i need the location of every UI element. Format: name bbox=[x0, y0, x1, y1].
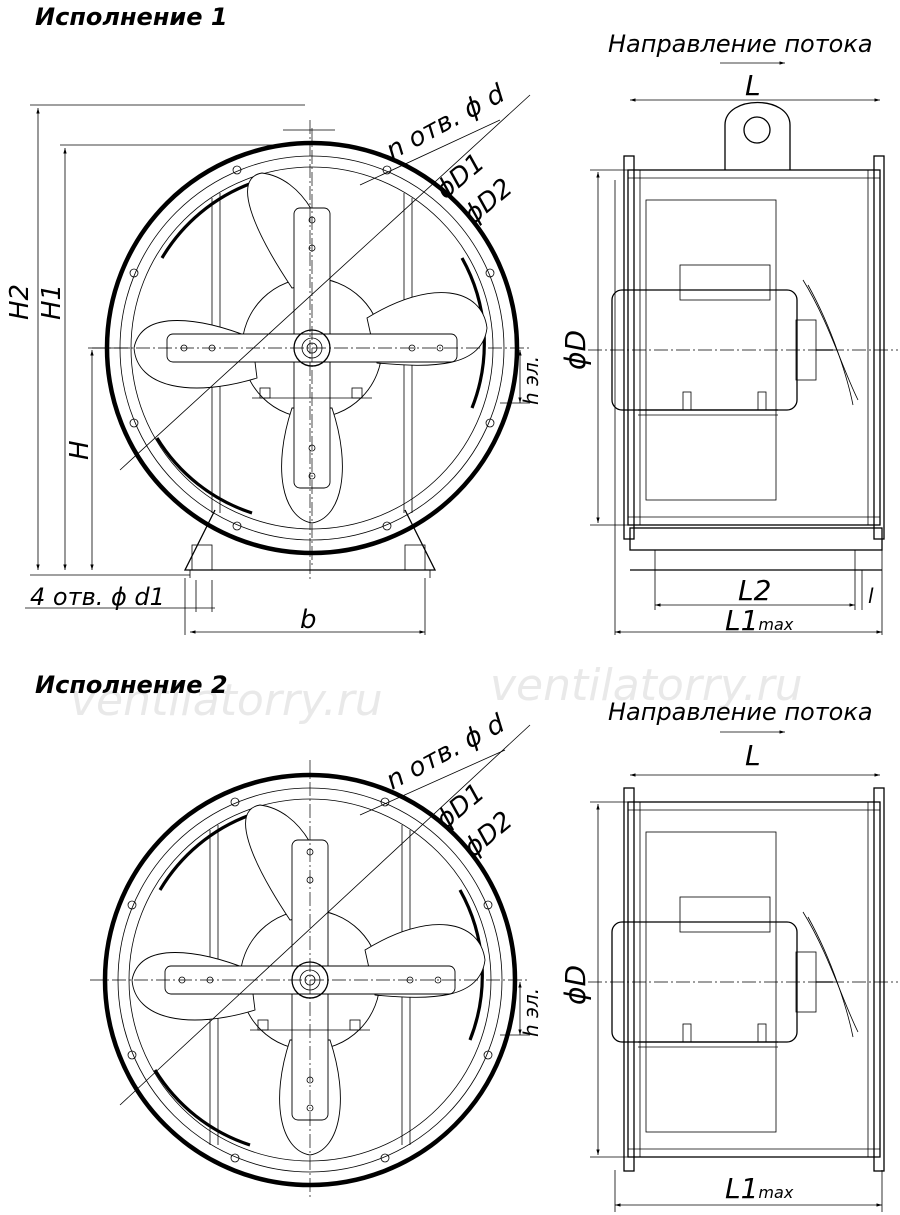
variant2-side-view bbox=[587, 787, 899, 1172]
variant1-flow-direction: Направление потока bbox=[608, 30, 873, 58]
variant2-front-view bbox=[90, 760, 530, 1200]
dim-H2: H2 bbox=[5, 284, 35, 320]
dim-h-el: h эл. bbox=[519, 356, 543, 405]
variant2-flow-direction: Направление потока bbox=[608, 698, 873, 726]
dim-L: L bbox=[745, 69, 761, 102]
v2-label-n-holes: n отв. ϕ d bbox=[381, 709, 510, 797]
dim-l: l bbox=[868, 584, 874, 608]
dim-D: ϕD bbox=[559, 330, 592, 370]
dim-L1: L1max bbox=[725, 604, 794, 637]
dim-H1: H1 bbox=[37, 284, 67, 320]
variant2-title: Исполнение 2 bbox=[35, 671, 228, 699]
v2-dim-h-el: h эл. bbox=[519, 988, 543, 1037]
dim-4-holes: 4 отв. ϕ d1 bbox=[30, 583, 165, 611]
variant1-front-view bbox=[92, 128, 532, 568]
dim-b: b bbox=[300, 605, 317, 635]
v2-dim-D: ϕD bbox=[559, 965, 592, 1005]
v2-dim-L1: L1max bbox=[725, 1172, 794, 1205]
dim-H: H bbox=[65, 440, 95, 460]
dim-L2: L2 bbox=[738, 574, 771, 607]
v2-dim-L: L bbox=[745, 739, 761, 772]
label-n-holes: n отв. ϕ d bbox=[381, 79, 510, 167]
watermark-2: ventilatorry.ru bbox=[490, 660, 803, 711]
watermark-1: ventilatorry.ru bbox=[70, 675, 383, 726]
variant1-title: Исполнение 1 bbox=[35, 3, 228, 31]
variant1-side-view bbox=[587, 155, 899, 540]
